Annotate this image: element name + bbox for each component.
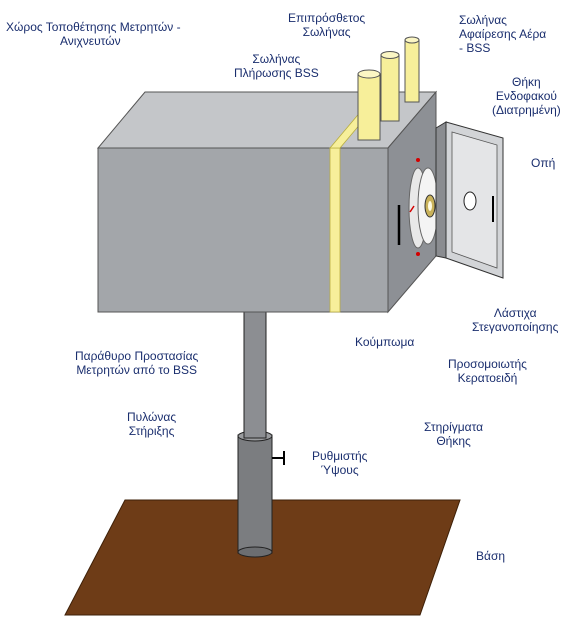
pylon-sleeve xyxy=(237,434,273,554)
label-hole: Οπή xyxy=(531,156,556,170)
bss-fill-tube xyxy=(357,69,381,141)
closure-marker-mid xyxy=(409,205,415,213)
label-closure: Κούμπωμα xyxy=(355,335,415,349)
case-door-edge xyxy=(435,121,447,259)
air-removal-tube xyxy=(404,36,420,103)
hole xyxy=(463,191,477,211)
bss-strip-front xyxy=(329,147,341,313)
base-plate xyxy=(64,499,461,616)
closure-marker-bottom xyxy=(416,252,420,256)
label-counter-space: Χώρος Τοποθέτησης Μετρητών -Ανιχνευτών xyxy=(6,20,181,48)
label-base: Βάση xyxy=(476,549,506,563)
support-pole xyxy=(243,311,267,439)
pylon-sleeve-bottom xyxy=(237,546,273,558)
box-front xyxy=(97,147,389,313)
closure-marker-top xyxy=(416,158,420,162)
cornea-lens-center xyxy=(428,201,432,211)
extra-tube xyxy=(380,51,400,122)
